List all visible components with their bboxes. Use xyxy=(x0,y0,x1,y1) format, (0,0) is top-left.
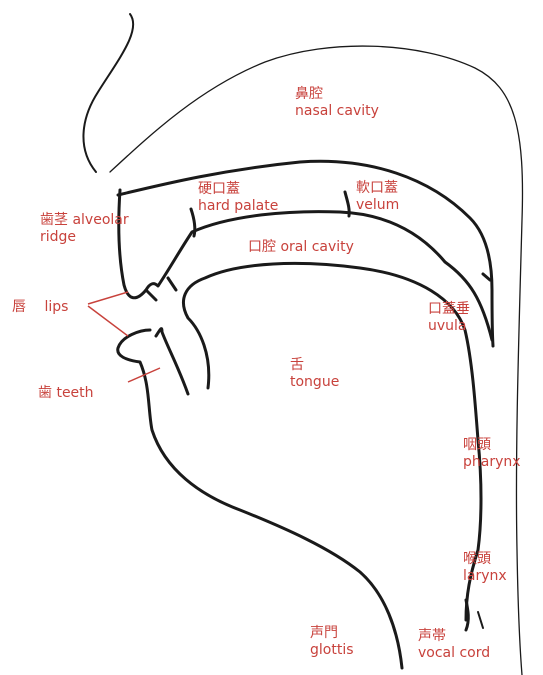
label-vocal-cord-jp: 声帯 xyxy=(418,628,490,645)
label-nasal-cavity-en: nasal cavity xyxy=(295,103,379,120)
label-oral-cavity-text: 口腔 oral cavity xyxy=(248,239,354,256)
lip-tick xyxy=(168,278,176,290)
label-teeth-text: 歯 teeth xyxy=(38,385,94,402)
label-glottis: 声門 glottis xyxy=(310,625,354,659)
label-velum-en: velum xyxy=(356,197,399,214)
lower-lip-jaw xyxy=(118,330,402,668)
label-uvula-jp: 口蓋垂 xyxy=(428,301,470,318)
label-pharynx: 咽頭 pharynx xyxy=(463,437,521,471)
label-alveolar-ridge-line1: 歯茎 alveolar xyxy=(40,212,129,229)
nose-outline xyxy=(83,14,133,172)
label-tongue-jp: 舌 xyxy=(290,357,339,374)
label-lips: 唇 lips xyxy=(12,299,68,316)
label-velum-jp: 軟口蓋 xyxy=(356,180,399,197)
lip-gap-mark xyxy=(146,290,156,300)
label-hard-palate-jp: 硬口蓋 xyxy=(198,181,278,198)
label-glottis-en: glottis xyxy=(310,642,354,659)
label-tongue-en: tongue xyxy=(290,374,339,391)
label-uvula-en: uvula xyxy=(428,318,470,335)
lips-pointer-lower xyxy=(88,306,128,336)
label-vocal-cord: 声帯 vocal cord xyxy=(418,628,490,662)
label-larynx-en: larynx xyxy=(463,568,507,585)
label-hard-palate: 硬口蓋 hard palate xyxy=(198,181,278,215)
label-tongue: 舌 tongue xyxy=(290,357,339,391)
label-uvula: 口蓋垂 uvula xyxy=(428,301,470,335)
uvula-tick xyxy=(483,274,490,280)
label-glottis-jp: 声門 xyxy=(310,625,354,642)
label-pharynx-en: pharynx xyxy=(463,454,521,471)
label-vocal-cord-en: vocal cord xyxy=(418,645,490,662)
label-larynx-jp: 喉頭 xyxy=(463,551,507,568)
label-lips-en: lips xyxy=(44,299,68,315)
label-pharynx-jp: 咽頭 xyxy=(463,437,521,454)
lips-pointer-upper xyxy=(88,292,128,304)
label-alveolar-ridge-line2: ridge xyxy=(40,229,129,246)
label-larynx: 喉頭 larynx xyxy=(463,551,507,585)
label-alveolar-ridge: 歯茎 alveolar ridge xyxy=(40,212,129,246)
label-nasal-cavity-jp: 鼻腔 xyxy=(295,86,379,103)
label-oral-cavity: 口腔 oral cavity xyxy=(248,239,354,256)
lower-teeth xyxy=(156,329,188,394)
label-velum: 軟口蓋 velum xyxy=(356,180,399,214)
label-teeth: 歯 teeth xyxy=(38,385,94,402)
vocal-cord-mark-2 xyxy=(478,612,483,628)
label-nasal-cavity: 鼻腔 nasal cavity xyxy=(295,86,379,120)
label-lips-jp: 唇 xyxy=(12,299,26,315)
label-hard-palate-en: hard palate xyxy=(198,198,278,215)
